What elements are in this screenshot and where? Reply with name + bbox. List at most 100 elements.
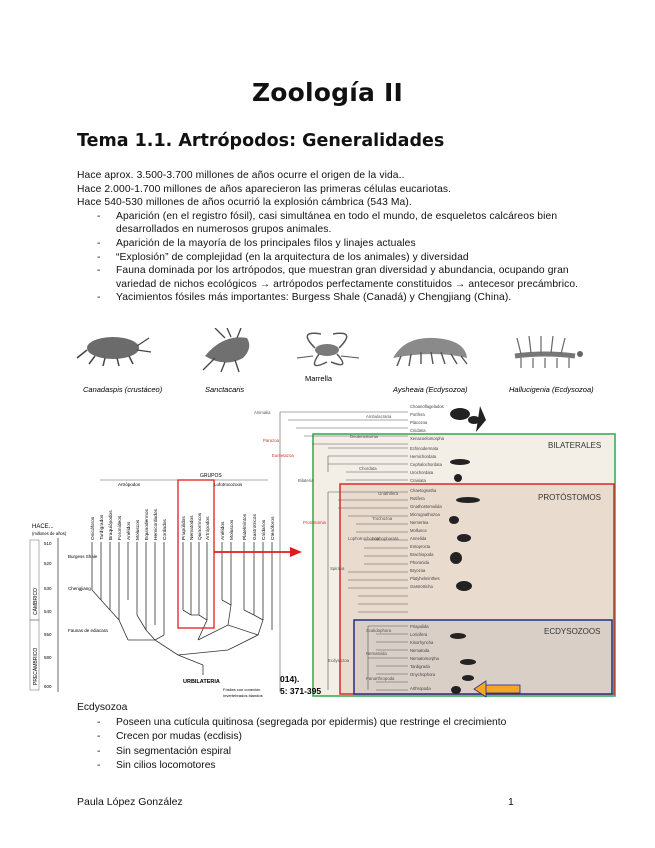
intro-section: Hace aprox. 3.500-3.700 millones de años… <box>77 169 597 305</box>
cambrian-bullets: -Aparición (en el registro fósil), casi … <box>77 210 597 305</box>
svg-text:Faunas de ediacara: Faunas de ediacara <box>68 628 108 633</box>
era-label: PRECÁMBRICO <box>32 648 39 685</box>
svg-text:Anélidos: Anélidos <box>126 521 132 540</box>
svg-text:580: 580 <box>44 655 52 660</box>
svg-text:Gastrotricha: Gastrotricha <box>410 584 433 589</box>
svg-text:Chordata: Chordata <box>359 466 377 471</box>
citation: 014). <box>280 674 299 684</box>
sanctacaris-icon <box>202 328 250 373</box>
svg-text:Quinorrincos: Quinorrincos <box>197 512 203 540</box>
svg-text:Burgess Shale: Burgess Shale <box>68 554 98 559</box>
branching-tree <box>91 542 273 675</box>
svg-text:Cnidaria: Cnidaria <box>410 428 426 433</box>
svg-text:Nematomorpha: Nematomorpha <box>410 656 440 661</box>
svg-text:Lophotrochozoa: Lophotrochozoa <box>348 536 379 541</box>
svg-text:Anélidos: Anélidos <box>220 521 226 540</box>
svg-text:Equinodermos: Equinodermos <box>144 508 150 540</box>
svg-text:Ctenóforos: Ctenóforos <box>270 516 276 540</box>
cladogram-branches <box>279 411 408 692</box>
svg-text:Deuterostomia: Deuterostomia <box>350 434 379 439</box>
footer-author: Paula López González <box>77 796 183 808</box>
svg-text:Rotifera: Rotifera <box>410 496 425 501</box>
citation: 5: 371-395 <box>280 686 321 696</box>
svg-text:Platyhelminthes: Platyhelminthes <box>410 576 440 581</box>
ecdysozoa-bullets: -Poseen una cutícula quitinosa (segregad… <box>77 716 597 774</box>
hallucigenia-icon <box>514 335 583 368</box>
svg-text:600: 600 <box>44 684 52 689</box>
svg-text:Gnathifera: Gnathifera <box>378 491 399 496</box>
intro-line: Hace aprox. 3.500-3.700 millones de años… <box>77 170 405 181</box>
svg-text:Onychophora: Onychophora <box>410 672 436 677</box>
aysheaia-icon <box>393 337 468 367</box>
svg-text:Craniata: Craniata <box>410 478 426 483</box>
svg-text:Nematoda: Nematoda <box>410 648 430 653</box>
list-item: -“Explosión” de complejidad (en la arqui… <box>97 251 469 263</box>
timescale-subheader: (millones de años) <box>32 531 67 536</box>
page-number: 1 <box>508 796 514 808</box>
timescale-header: HACE... <box>32 524 54 530</box>
box-label: BILATERALES <box>548 441 601 450</box>
fossil-label: Sanctacaris <box>205 385 244 394</box>
svg-text:Ambulacraria: Ambulacraria <box>366 414 392 419</box>
svg-text:Cephalochordata: Cephalochordata <box>410 462 443 467</box>
svg-text:Priapúlidos: Priapúlidos <box>181 516 187 540</box>
svg-text:520: 520 <box>44 561 52 566</box>
cladogram: BILATERALES PROTÓSTOMOS ECDYSOZOOS Anima… <box>254 404 616 698</box>
ecdysozoos-box <box>353 619 613 695</box>
section-heading: Ecdysozoa <box>77 702 128 713</box>
svg-text:Panarthropoda: Panarthropoda <box>366 676 395 681</box>
list-item: -Crecen por mudas (ecdisis) <box>97 731 242 743</box>
box-label: PROTÓSTOMOS <box>538 493 601 502</box>
svg-text:Placozoa: Placozoa <box>410 420 428 425</box>
svg-text:Artrópodos: Artrópodos <box>118 482 141 487</box>
svg-text:Tardigrada: Tardigrada <box>410 664 430 669</box>
clade-node-labels: Animalia Parazoa Eumetazoa Bilateria Deu… <box>254 410 399 681</box>
svg-text:510: 510 <box>44 541 52 546</box>
urbilateria-label: URBILATERIA <box>183 679 220 685</box>
svg-text:550: 550 <box>44 632 52 637</box>
svg-text:Artrópodos: Artrópodos <box>205 516 211 540</box>
svg-text:Nematoida: Nematoida <box>366 651 387 656</box>
svg-text:Spiralia: Spiralia <box>330 566 345 571</box>
list-item: -Poseen una cutícula quitinosa (segregad… <box>97 716 507 728</box>
arrow-right-icon <box>290 547 302 557</box>
svg-text:Moluscos: Moluscos <box>135 519 141 540</box>
svg-text:Nematodos: Nematodos <box>189 515 195 540</box>
svg-text:Urochordata: Urochordata <box>410 470 434 475</box>
svg-text:Eumetazoa: Eumetazoa <box>272 453 294 458</box>
svg-text:Hemichordata: Hemichordata <box>410 454 437 459</box>
fossil-label: Canadaspis (crustáceo) <box>83 385 163 394</box>
svg-text:Echinodermata: Echinodermata <box>410 446 439 451</box>
list-item: -Sin segmentación espiral <box>97 745 232 757</box>
animal-silhouettes <box>449 406 486 694</box>
groups-label: GRUPOS <box>200 473 222 479</box>
arthropod-highlight-box <box>177 479 215 629</box>
svg-text:Gastrotricos: Gastrotricos <box>252 514 258 540</box>
phylogeny-figure: HACE... (millones de años) CÁMBRICO PREC… <box>29 404 616 698</box>
era-label: CÁMBRICO <box>32 588 39 615</box>
cambrian-timescale-diagram: HACE... (millones de años) CÁMBRICO PREC… <box>29 473 302 698</box>
svg-text:Nemertea: Nemertea <box>410 520 429 525</box>
canadaspis-icon <box>76 337 152 367</box>
svg-text:Onicóforos: Onicóforos <box>90 516 96 540</box>
svg-text:Bryozoa: Bryozoa <box>410 568 426 573</box>
list-item: -Aparición (en el registro fósil), casi … <box>97 210 558 236</box>
svg-text:Scalidophora: Scalidophora <box>366 628 392 633</box>
svg-text:Xenacoelomorpha: Xenacoelomorpha <box>410 436 445 441</box>
svg-text:Brachiopoda: Brachiopoda <box>410 552 434 557</box>
box-label: ECDYSOZOOS <box>544 627 600 636</box>
svg-text:Arthropoda: Arthropoda <box>410 686 431 691</box>
fossil-label: Hallucigenia (Ecdysozoa) <box>509 385 594 394</box>
svg-text:Lofotrocozoos: Lofotrocozoos <box>214 482 243 487</box>
svg-text:540: 540 <box>44 609 52 614</box>
cladogram-taxa: Choanoflagelados Porifera Placozoa Cnida… <box>410 404 445 691</box>
fossil-label: Marrella <box>305 374 333 383</box>
svg-text:Ecdysozoa: Ecdysozoa <box>328 658 350 663</box>
svg-text:Invertebrados blandos: Invertebrados blandos <box>223 693 263 698</box>
svg-text:530: 530 <box>44 586 52 591</box>
section-title: Tema 1.1. Artrópodos: Generalidades <box>77 131 445 151</box>
list-item: -Aparición de la mayoría de los principa… <box>97 237 416 249</box>
svg-text:Trochozoa: Trochozoa <box>372 516 393 521</box>
svg-text:Cordados: Cordados <box>162 519 168 540</box>
svg-text:Lophophorata: Lophophorata <box>372 536 399 541</box>
